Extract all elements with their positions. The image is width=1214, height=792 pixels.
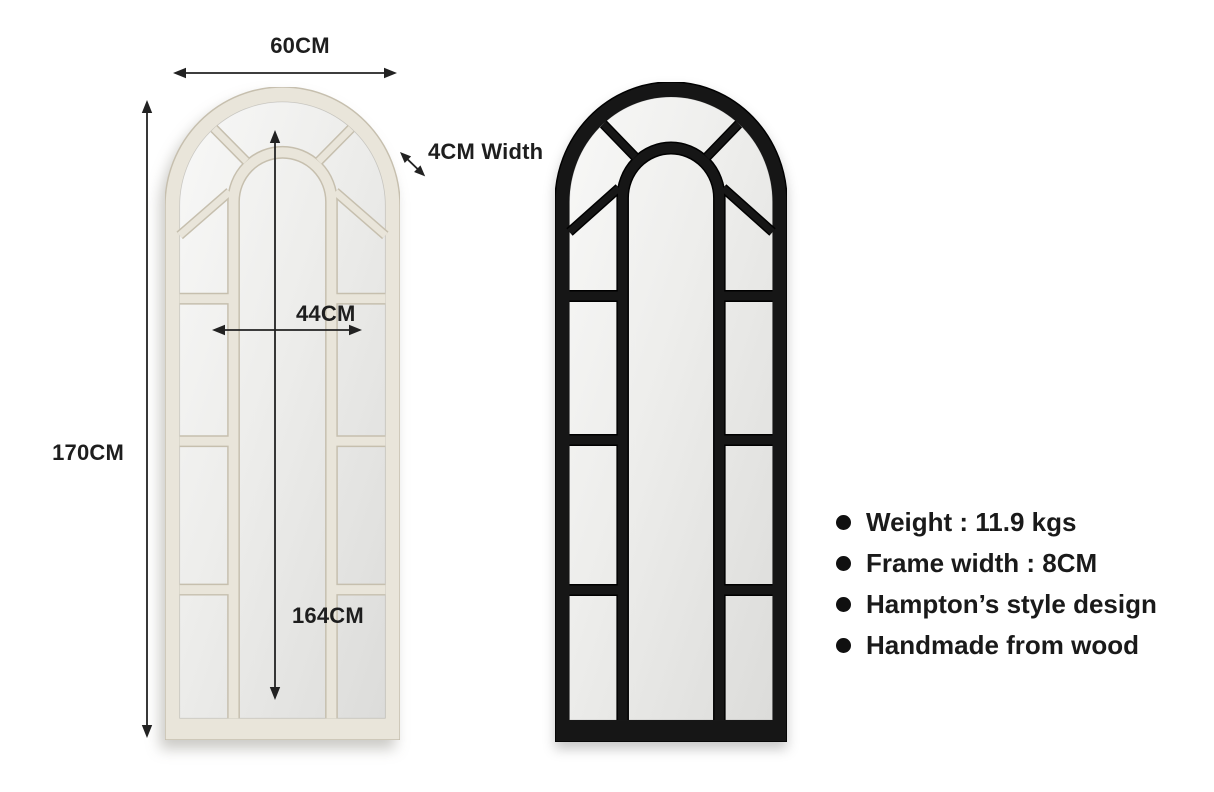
feature-item-label: Handmade from wood xyxy=(866,630,1140,660)
outer-height-arrow xyxy=(141,100,153,738)
feature-list: Weight : 11.9 kgs Frame width : 8CM Hamp… xyxy=(836,502,1157,666)
outer-width-label: 60CM xyxy=(270,33,330,58)
feature-item-style: Hampton’s style design xyxy=(836,584,1157,625)
window-pane-mullions xyxy=(567,121,775,720)
feature-item-label: Frame width : 8CM xyxy=(866,548,1098,578)
bullet-icon xyxy=(836,515,851,530)
bullet-icon xyxy=(836,638,851,653)
feature-item-weight: Weight : 11.9 kgs xyxy=(836,502,1157,543)
bullet-icon xyxy=(836,556,851,571)
feature-item-frame-width: Frame width : 8CM xyxy=(836,543,1157,584)
black-mirror-image xyxy=(555,82,787,742)
outer-height-label: 170CM xyxy=(52,440,124,465)
feature-item-label: Weight : 11.9 kgs xyxy=(866,507,1077,537)
feature-item-label: Hampton’s style design xyxy=(866,589,1157,619)
frame-depth-label: 4CM Width xyxy=(428,139,544,164)
inner-width-label: 44CM xyxy=(296,301,356,326)
frame-depth-arrow xyxy=(400,152,426,177)
inner-height-label: 164CM xyxy=(292,603,364,628)
bullet-icon xyxy=(836,597,851,612)
outer-width-arrow xyxy=(173,67,397,79)
feature-item-material: Handmade from wood xyxy=(836,625,1157,666)
white-mirror-image xyxy=(165,87,400,740)
window-pane-mullions xyxy=(177,126,388,719)
